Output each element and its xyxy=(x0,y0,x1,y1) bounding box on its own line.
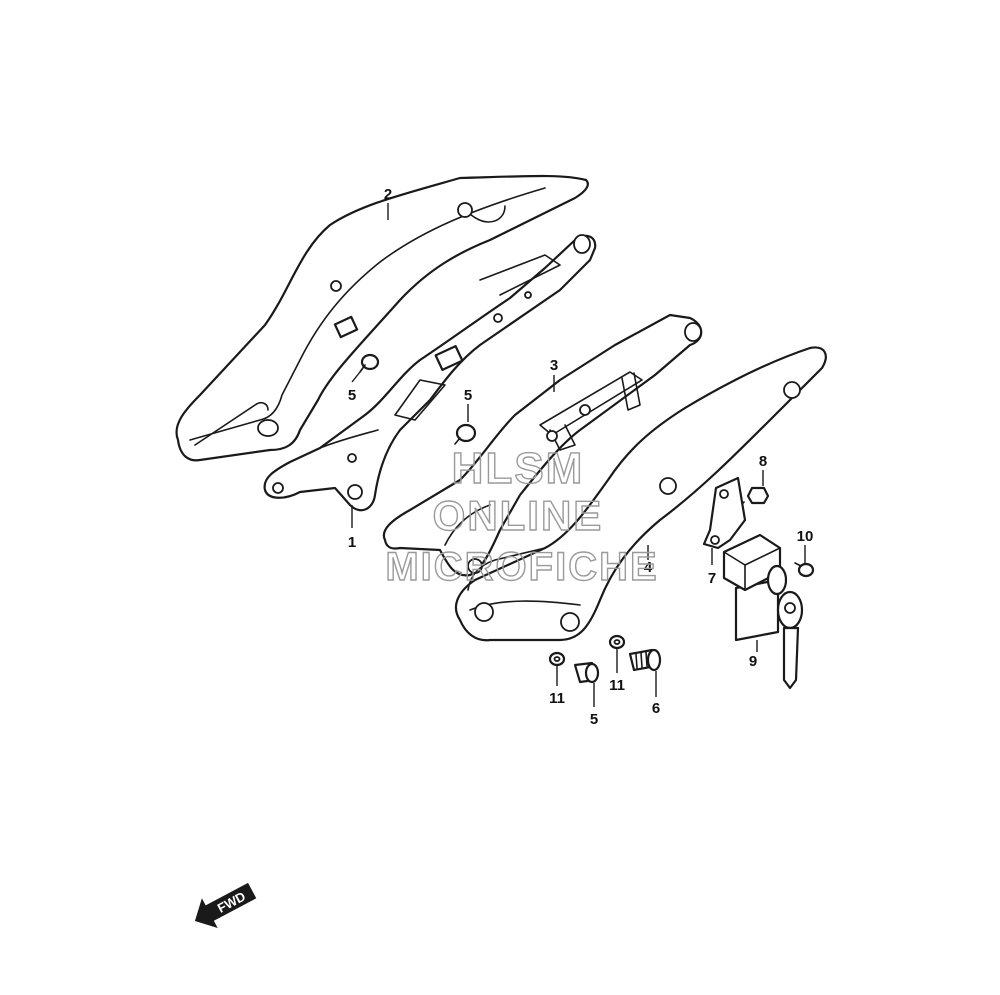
callout-4: 4 xyxy=(644,559,653,576)
fwd-label: FWD xyxy=(215,889,248,916)
callout-9: 9 xyxy=(749,653,757,670)
callout-5-lower: 5 xyxy=(590,711,598,728)
bolt-5-lower xyxy=(573,661,600,684)
part-7-lock-bracket xyxy=(702,476,747,550)
watermark-line-2: ONLINE xyxy=(433,492,604,539)
callout-2: 2 xyxy=(384,186,392,203)
part-9-key-lock xyxy=(722,533,804,690)
watermark-line-3: MICROFICHE xyxy=(385,545,658,589)
callout-7: 7 xyxy=(708,570,716,587)
callout-3: 3 xyxy=(550,357,558,374)
callouts: 2 5 1 5 3 4 8 7 10 9 11 5 11 6 xyxy=(348,186,814,728)
leader-lines xyxy=(351,203,806,707)
washer-11-right xyxy=(608,634,626,650)
callout-5-middle: 5 xyxy=(464,387,472,404)
callout-8: 8 xyxy=(759,453,767,470)
screw-5-upper xyxy=(359,353,380,373)
bolt-6 xyxy=(628,648,662,672)
callout-10: 10 xyxy=(797,528,814,545)
screw-10 xyxy=(794,562,815,578)
callout-1: 1 xyxy=(348,534,356,551)
watermark: HLSM ONLINE MICROFICHE xyxy=(385,443,658,589)
callout-6: 6 xyxy=(652,700,660,717)
callout-5-upper: 5 xyxy=(348,387,356,404)
part-2-rail-cover xyxy=(175,174,589,462)
part-1-rail-bracket xyxy=(263,234,597,512)
part-4-rail-cover xyxy=(454,346,827,642)
watermark-line-1: HLSM xyxy=(452,444,585,493)
fwd-arrow-icon: FWD xyxy=(194,882,257,928)
part-3-rail-bracket xyxy=(382,313,703,577)
washer-11-left xyxy=(548,651,566,667)
callout-11-right: 11 xyxy=(609,677,625,694)
callout-11-left: 11 xyxy=(549,690,565,707)
screw-5-middle xyxy=(454,423,477,445)
